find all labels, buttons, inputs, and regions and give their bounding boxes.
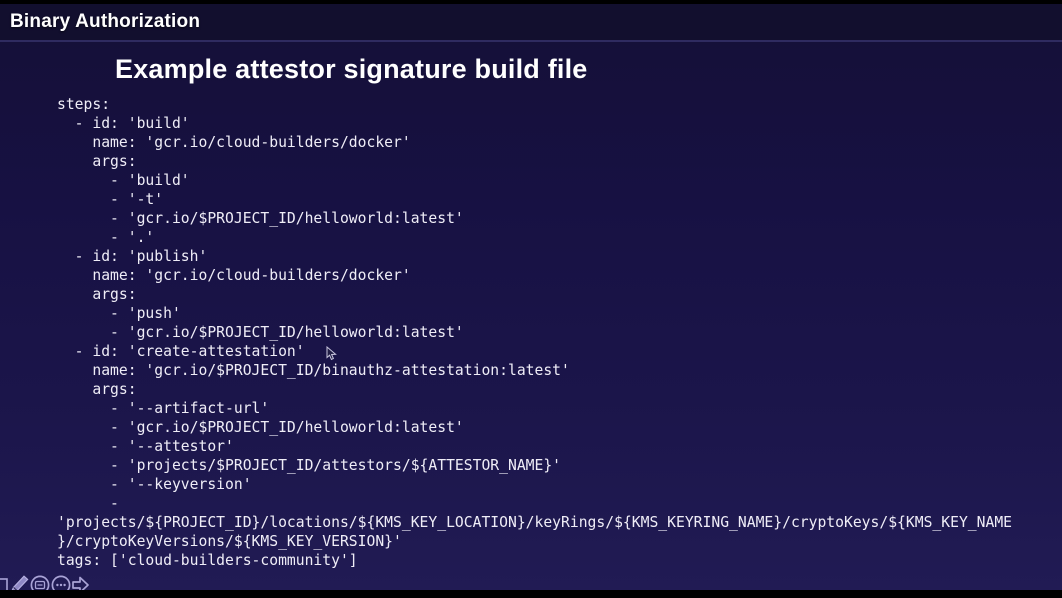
page-title: Binary Authorization [10,11,201,32]
mouse-cursor-icon [326,345,338,361]
slide-body [0,42,1062,590]
yaml-code-block: steps: - id: 'build' name: 'gcr.io/cloud… [57,96,1013,569]
slide-title: Example attestor signature build file [115,54,588,84]
header-divider [0,40,1062,42]
header-band: Binary Authorization [0,4,1062,41]
arrow-right-icon[interactable] [72,576,89,594]
bottom-letterbox [0,590,1062,598]
